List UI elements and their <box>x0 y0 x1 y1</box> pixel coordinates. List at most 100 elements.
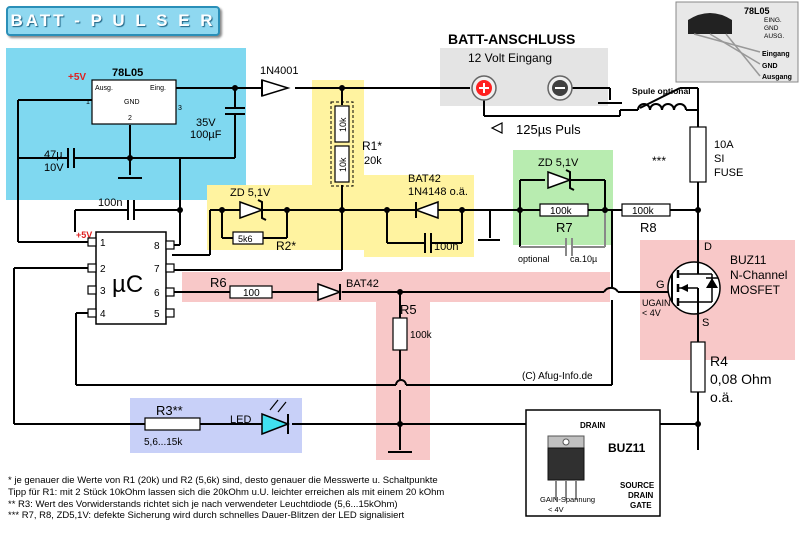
diode-bat42-a <box>413 200 439 220</box>
mosfet-kind: MOSFET <box>730 283 781 297</box>
fuse-body <box>689 126 707 183</box>
stars3: *** <box>652 154 666 168</box>
mosfet-name: BUZ11 <box>730 253 767 267</box>
r3-val: 5,6...15k <box>144 437 183 448</box>
wires <box>13 87 699 453</box>
terminal-minus <box>547 75 573 101</box>
footnotes: * je genauer die Werte von R1 (20k) und … <box>8 475 568 522</box>
zd2-label: ZD 5,1V <box>538 157 579 169</box>
pulse-label: 125µs Puls <box>516 122 581 137</box>
cap-100n-b <box>424 233 432 253</box>
inset-l3: AUSG. <box>764 33 784 40</box>
cap47-v: 10V <box>44 162 64 174</box>
cap35-v: 35V <box>196 117 216 129</box>
fuse-line3: FUSE <box>714 167 743 179</box>
mcu-pin-8: 8 <box>154 241 160 252</box>
coil <box>637 103 698 111</box>
diode-1n4001 <box>258 78 291 98</box>
fuse-line1: 10A <box>714 139 734 151</box>
zener-zd1 <box>239 199 267 221</box>
r8-name: R8 <box>640 220 657 235</box>
r6-name: R6 <box>210 275 227 290</box>
regulator-pin-out: Ausg. <box>95 85 113 92</box>
mcu-pin-4: 4 <box>100 309 106 320</box>
regulator-p3: 3 <box>178 105 182 112</box>
mcu-pin-7: 7 <box>154 264 160 275</box>
mcu-pin-2: 2 <box>100 264 106 275</box>
buz-package-icon <box>547 435 585 500</box>
r3-body <box>144 417 201 431</box>
note-3: ** R3: Wert des Vorwiderstands richtet s… <box>8 498 398 510</box>
r1-seg2-label: 10k <box>338 157 348 172</box>
r4-body <box>690 341 706 393</box>
note-4: *** R7, R8, ZD5,1V: defekte Sicherung wi… <box>8 510 405 522</box>
connector-title: BATT-ANSCHLUSS <box>448 31 575 47</box>
r3-name: R3** <box>156 403 183 418</box>
mcu-pin-1: 1 <box>100 238 106 249</box>
mosfet-d: D <box>704 241 712 253</box>
r5-body <box>392 317 408 351</box>
r2-val: 5k6 <box>238 234 253 244</box>
bat42a-alt: 1N4148 o.ä. <box>408 186 468 198</box>
r4-val: 0,08 Ohm <box>710 371 771 387</box>
cap100n-a-label: 100n <box>98 197 122 209</box>
mcu-pin-6: 6 <box>154 288 160 299</box>
r7-val: 100k <box>550 206 573 217</box>
regulator-inset <box>675 1 799 83</box>
mcu-chip <box>95 231 167 325</box>
mosfet-buz11 <box>667 258 721 318</box>
buz-inset-source: SOURCE <box>620 481 655 490</box>
r1-val: 20k <box>364 155 382 167</box>
fuse-line2: SI <box>714 153 724 165</box>
buz-inset-gain: GAIN-Spannung <box>540 495 595 504</box>
led-label: LED <box>230 414 251 426</box>
mosfet-ugain-val: < 4V <box>642 308 661 318</box>
connector-sub: 12 Volt Eingang <box>468 51 552 65</box>
cap-100n-a <box>127 200 135 220</box>
regulator-78l05 <box>91 79 177 125</box>
inset-t3: Ausgang <box>762 74 792 81</box>
mosfet-g: G <box>656 279 665 291</box>
optional-cap <box>520 210 606 256</box>
r1-name: R1* <box>362 139 382 153</box>
r4-name: R4 <box>710 353 728 369</box>
bat42a-name: BAT42 <box>408 173 441 185</box>
inset-t1: Eingang <box>762 51 790 58</box>
zener-zd2 <box>547 169 575 191</box>
junctions <box>127 85 701 427</box>
mcu-pins <box>87 237 175 318</box>
zd1-label: ZD 5,1V <box>230 187 271 199</box>
buz-inset-gain-val: < 4V <box>548 505 564 514</box>
r7-body <box>539 203 589 217</box>
r1-seg1 <box>334 105 350 143</box>
zone-sense <box>513 150 613 245</box>
regulator-pin-in: Eing. <box>150 85 166 92</box>
buz-inset-name: BUZ11 <box>608 441 646 455</box>
r7-opt: optional <box>518 254 550 264</box>
title-text: BATT - P U L S E R <box>10 11 216 30</box>
mosfet-s: S <box>702 317 709 329</box>
bat42b-label: BAT42 <box>346 278 379 290</box>
led-icon <box>261 399 291 436</box>
buz-inset-drain2: DRAIN <box>628 491 654 500</box>
regulator-p1: 1 <box>86 99 90 106</box>
terminal-plus <box>471 75 497 101</box>
cap-100uf <box>225 107 245 115</box>
r1-seg1-label: 10k <box>338 117 348 132</box>
mcu-pin-5: 5 <box>154 309 160 320</box>
copyright: (C) Afug-Info.de <box>522 371 593 382</box>
pulse-arrow-icon <box>490 122 503 134</box>
cap-47u <box>67 148 75 168</box>
inset-l2: GND <box>764 25 779 32</box>
title-banner: BATT - P U L S E R <box>6 6 220 36</box>
zone-connector <box>440 48 608 106</box>
regulator-plus5: +5V <box>68 72 86 83</box>
mcu-plus5: +5V <box>76 230 92 240</box>
inset-name: 78L05 <box>744 6 770 16</box>
inset-t2: GND <box>762 63 778 70</box>
r8-body <box>621 203 671 217</box>
buz-inset-gate: GATE <box>630 501 652 510</box>
diode1-label: 1N4001 <box>260 65 299 77</box>
mcu-label: µC <box>112 271 143 298</box>
